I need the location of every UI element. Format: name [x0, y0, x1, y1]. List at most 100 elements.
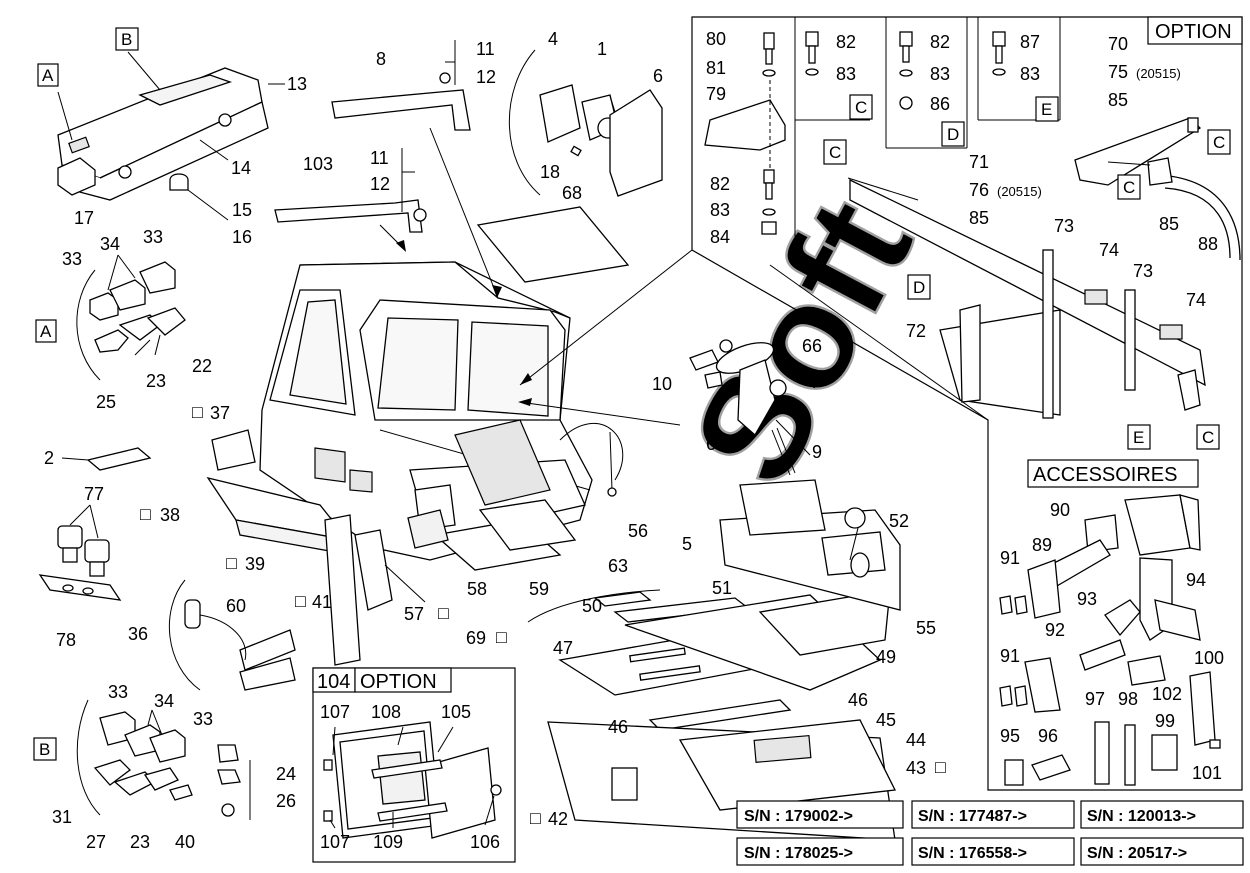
label-103: 103	[303, 154, 333, 174]
option-top-frame: OPTION	[691, 16, 1243, 791]
label-90: 90	[1050, 500, 1070, 520]
label-102: 102	[1152, 684, 1182, 704]
accessoires-parts	[999, 494, 1221, 786]
label-33a: 33	[62, 249, 82, 269]
label-95: 95	[1000, 726, 1020, 746]
label-31: 31	[52, 807, 72, 827]
label-100: 100	[1194, 648, 1224, 668]
label-36: 36	[128, 624, 148, 644]
label-50: 50	[582, 596, 602, 616]
top-center-parts	[476, 49, 663, 283]
part-labels: 1 4 6 8 11 12 13 14 15 16 17 18 68 103 1…	[44, 29, 1224, 852]
box-b-bottom: B	[39, 740, 50, 759]
label-69: 69	[466, 628, 486, 648]
serial-3: S/N : 120013->	[1087, 808, 1196, 825]
label-63: 63	[608, 556, 628, 576]
label-85b: 85	[969, 208, 989, 228]
label-65: 65	[706, 434, 726, 454]
label-11a: 11	[476, 39, 495, 59]
label-91a: 91	[1000, 548, 1020, 568]
label-109: 109	[373, 832, 403, 852]
label-33d: 33	[193, 709, 213, 729]
side-panels	[206, 429, 426, 666]
label-82c: 82	[930, 32, 950, 52]
option-top-header: OPTION	[1155, 21, 1232, 43]
serial-1: S/N : 179002->	[744, 808, 853, 825]
switch-cluster-a	[76, 254, 186, 381]
serial-2: S/N : 177487->	[918, 808, 1027, 825]
marker-39: □	[226, 553, 237, 573]
box-d-2: D	[913, 278, 925, 297]
label-24: 24	[276, 764, 296, 784]
marker-42: □	[530, 808, 541, 828]
square-markers: □ □ □ □ □ □ □ □	[140, 402, 946, 828]
label-82b: 82	[836, 32, 856, 52]
label-12b: 12	[370, 174, 390, 194]
label-74a: 74	[1099, 240, 1119, 260]
option-rails	[847, 117, 1241, 419]
label-88: 88	[1198, 234, 1218, 254]
box-b-top: B	[121, 30, 132, 49]
serial-6: S/N : 20517->	[1087, 845, 1187, 862]
box-c-1: C	[855, 98, 867, 117]
label-76: 76	[969, 180, 989, 200]
label-42: 42	[548, 809, 568, 829]
label-73b: 73	[1133, 261, 1153, 281]
box-c-2: C	[1213, 133, 1225, 152]
label-73a: 73	[1054, 216, 1074, 236]
label-75-note: (20515)	[1136, 66, 1181, 81]
label-101: 101	[1192, 763, 1222, 783]
label-52: 52	[889, 511, 909, 531]
label-41: 41	[312, 592, 332, 612]
letter-boxes: A B A B C C C C C D D E E	[33, 27, 1231, 761]
label-49: 49	[876, 647, 896, 667]
label-47: 47	[553, 638, 573, 658]
label-23b: 23	[130, 832, 150, 852]
label-59: 59	[529, 579, 549, 599]
label-6: 6	[653, 66, 663, 86]
label-81: 81	[706, 58, 726, 78]
label-76-note: (20515)	[997, 184, 1042, 199]
label-27: 27	[86, 832, 106, 852]
label-96: 96	[1038, 726, 1058, 746]
label-70: 70	[1108, 34, 1128, 54]
marker-38: □	[140, 504, 151, 524]
label-33b: 33	[143, 227, 163, 247]
switch-cluster-b	[76, 699, 251, 820]
card-2	[61, 447, 152, 471]
label-4: 4	[548, 29, 558, 49]
label-57: 57	[404, 604, 424, 624]
label-13: 13	[287, 74, 307, 94]
label-94: 94	[1186, 570, 1206, 590]
label-9: 9	[812, 442, 822, 462]
label-44: 44	[906, 730, 926, 750]
label-77: 77	[84, 484, 104, 504]
label-71: 71	[969, 152, 989, 172]
label-86: 86	[930, 94, 950, 114]
label-23a: 23	[146, 371, 166, 391]
marker-41: □	[295, 591, 306, 611]
label-45: 45	[876, 710, 896, 730]
box-a-mid: A	[40, 322, 52, 341]
label-83a: 83	[710, 200, 730, 220]
box-c-5: C	[1202, 428, 1214, 447]
option-104-label: OPTION	[360, 671, 437, 693]
label-85a: 85	[1108, 90, 1128, 110]
label-99: 99	[1155, 711, 1175, 731]
label-8: 8	[376, 49, 386, 69]
plugs-77	[38, 504, 122, 601]
label-12a: 12	[476, 67, 496, 87]
label-66: 66	[802, 336, 822, 356]
label-56: 56	[628, 521, 648, 541]
label-7: 7	[810, 372, 820, 392]
label-98: 98	[1118, 689, 1138, 709]
roof-console	[57, 51, 285, 221]
label-34b: 34	[154, 691, 174, 711]
accessoires-frame: ACCESSOIRES	[1027, 459, 1199, 488]
under-parts	[407, 479, 901, 611]
label-39: 39	[245, 554, 265, 574]
horn-set	[168, 579, 296, 691]
serial-5: S/N : 176558->	[918, 845, 1027, 862]
label-60: 60	[226, 596, 246, 616]
